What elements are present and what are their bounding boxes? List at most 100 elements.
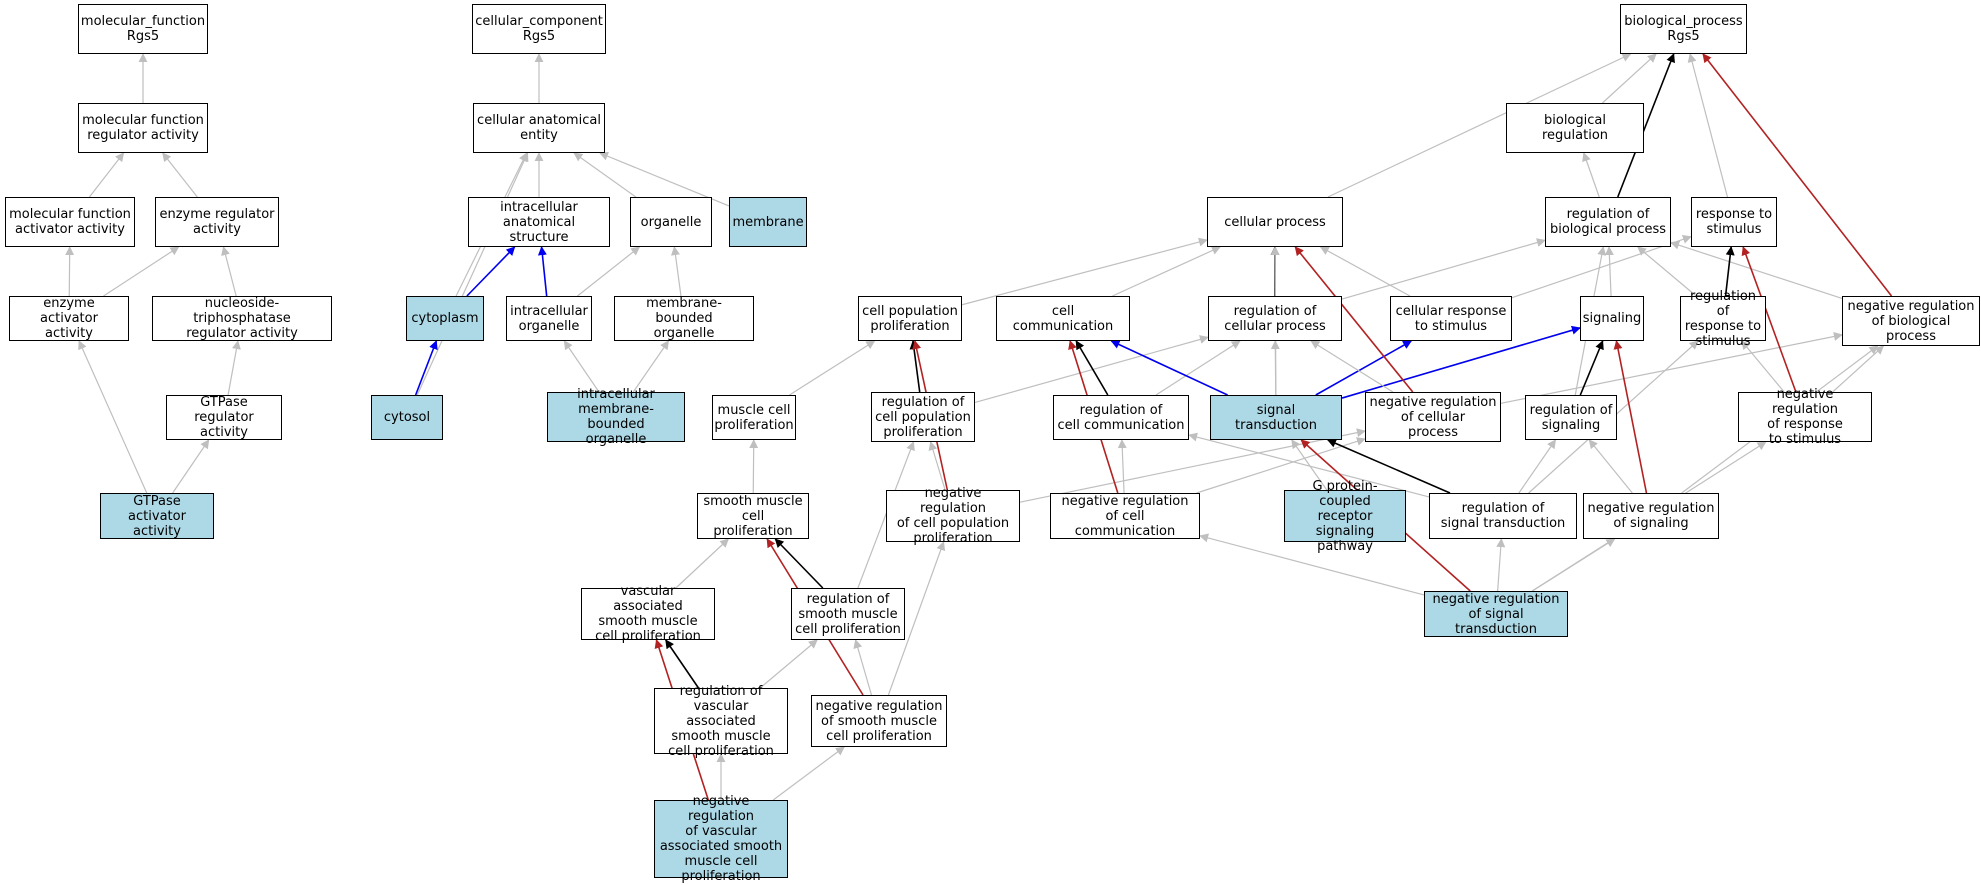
node-bp-root[interactable]: biological_process Rgs5 xyxy=(1620,4,1747,54)
node-cell-resp[interactable]: cellular response to stimulus xyxy=(1390,296,1512,341)
node-gtp-act[interactable]: GTPase activator activity xyxy=(100,493,214,539)
edge-part-of xyxy=(414,340,438,396)
edge-is-a xyxy=(928,441,946,491)
node-neg-st[interactable]: negative regulation of signal transducti… xyxy=(1424,591,1568,637)
node-reg-bp[interactable]: regulation of biological process xyxy=(1545,197,1671,247)
node-mf-act[interactable]: molecular function activator activity xyxy=(5,197,135,247)
edge-is-a xyxy=(1270,340,1280,396)
node-ntp-reg[interactable]: nucleoside-triphosphatase regulator acti… xyxy=(152,296,332,341)
edge-is-a xyxy=(1601,53,1657,104)
node-signaling[interactable]: signaling xyxy=(1580,296,1644,341)
edge-is-a xyxy=(1199,533,1425,596)
node-resp-stim[interactable]: response to stimulus xyxy=(1691,197,1777,247)
edge-is-a xyxy=(1637,246,1697,297)
node-reg-smcp[interactable]: regulation of smooth muscle cell prolife… xyxy=(791,588,905,640)
node-gpcr[interactable]: G protein-coupled receptor signaling pat… xyxy=(1284,479,1406,554)
node-vasmcp[interactable]: vascular associated smooth muscle cell p… xyxy=(581,584,715,644)
node-reg-sig[interactable]: regulation of signaling xyxy=(1525,395,1617,440)
node-cytosol[interactable]: cytosol xyxy=(371,395,443,440)
edge-regulates xyxy=(1075,340,1109,396)
edge-is-a xyxy=(1604,246,1614,297)
edge-is-a xyxy=(675,538,730,589)
edge-is-a xyxy=(1117,439,1127,494)
edge-is-a xyxy=(172,439,210,494)
edge-is-a xyxy=(974,335,1209,404)
edge-is-a xyxy=(416,152,529,396)
edge-regulates xyxy=(1579,340,1604,396)
node-neg-bp[interactable]: negative regulation of biological proces… xyxy=(1842,296,1980,346)
node-gtp-reg[interactable]: GTPase regulator activity xyxy=(166,395,282,440)
node-neg-smcp[interactable]: negative regulation of smooth muscle cel… xyxy=(811,695,947,747)
edge-is-a xyxy=(759,639,818,689)
edge-is-a xyxy=(887,541,946,696)
edge-negatively-regulates xyxy=(1613,340,1648,494)
edge-negatively-regulates xyxy=(1702,53,1893,297)
node-cell-comm[interactable]: cell communication xyxy=(996,296,1130,341)
edge-is-a xyxy=(577,246,641,297)
node-mem[interactable]: membrane xyxy=(729,197,807,247)
edge-is-a xyxy=(1582,152,1600,198)
node-imb-org[interactable]: intracellular membrane-bounded organelle xyxy=(547,387,685,447)
edge-is-a xyxy=(1588,439,1633,494)
node-ias[interactable]: intracellular anatomical structure xyxy=(468,197,610,247)
edge-part-of xyxy=(537,246,548,297)
edge-is-a xyxy=(88,152,125,198)
edge-is-a xyxy=(1341,238,1546,300)
node-org[interactable]: organelle xyxy=(630,197,712,247)
node-sig-trans[interactable]: signal transduction xyxy=(1210,395,1342,440)
edge-is-a xyxy=(103,246,180,297)
edge-part-of xyxy=(466,246,516,297)
node-cell-proc[interactable]: cellular process xyxy=(1207,197,1343,247)
node-mf-root[interactable]: molecular_function Rgs5 xyxy=(78,4,208,54)
node-mb-org[interactable]: membrane-bounded organelle xyxy=(614,296,754,341)
node-reg-vasmcp[interactable]: regulation of vascular associated smooth… xyxy=(654,684,788,759)
edge-is-a xyxy=(1496,538,1506,592)
node-cae[interactable]: cellular anatomical entity xyxy=(473,103,605,153)
node-neg-resp[interactable]: negative regulation of response to stimu… xyxy=(1738,387,1872,447)
edge-is-a xyxy=(162,152,198,198)
node-smcp[interactable]: smooth muscle cell proliferation xyxy=(697,493,809,539)
node-reg-cc[interactable]: regulation of cell communication xyxy=(1053,395,1189,440)
node-reg-resp[interactable]: regulation of response to stimulus xyxy=(1680,289,1766,349)
node-neg-sig[interactable]: negative regulation of signaling xyxy=(1583,493,1719,539)
edge-is-a xyxy=(78,340,148,494)
node-cyto[interactable]: cytoplasm xyxy=(406,296,484,341)
edge-is-a xyxy=(1310,340,1394,393)
node-reg-cp[interactable]: regulation of cellular process xyxy=(1208,296,1342,341)
node-ic-org[interactable]: intracellular organelle xyxy=(506,296,592,341)
node-neg-cpp[interactable]: negative regulation of cell population p… xyxy=(886,486,1020,546)
edge-is-a xyxy=(563,340,600,393)
edge-is-a xyxy=(1155,340,1241,396)
node-neg-vasmcp[interactable]: negative regulation of vascular associat… xyxy=(654,794,788,884)
edge-part-of xyxy=(1315,340,1413,396)
node-mcp[interactable]: muscle cell proliferation xyxy=(712,395,796,440)
edge-is-a xyxy=(772,746,845,801)
edge-is-a xyxy=(1196,437,1366,494)
node-enz-reg[interactable]: enzyme regulator activity xyxy=(155,197,279,247)
edge-is-a xyxy=(632,340,669,393)
edge-is-a xyxy=(1832,345,1885,393)
node-reg-cpp[interactable]: regulation of cell population proliferat… xyxy=(871,392,975,442)
node-cpp[interactable]: cell population proliferation xyxy=(858,296,962,341)
edge-is-a xyxy=(1741,340,1785,393)
node-neg-cc[interactable]: negative regulation of cell communicatio… xyxy=(1050,493,1200,539)
edge-is-a xyxy=(1500,332,1843,404)
edge-regulates xyxy=(1327,439,1451,494)
edge-is-a xyxy=(857,441,915,589)
node-neg-cp[interactable]: negative regulation of cellular process xyxy=(1365,392,1501,442)
edge-is-a xyxy=(65,246,75,297)
edge-is-a xyxy=(1319,246,1411,297)
edge-regulates xyxy=(1617,53,1675,198)
edge-is-a xyxy=(1112,246,1221,297)
node-enz-act[interactable]: enzyme activator activity xyxy=(9,296,129,341)
node-mf-reg[interactable]: molecular function regulator activity xyxy=(78,103,208,153)
edge-is-a xyxy=(227,340,241,396)
edge-is-a xyxy=(1327,53,1632,198)
edge-is-a xyxy=(1291,439,1328,491)
node-cc-root[interactable]: cellular_component Rgs5 xyxy=(472,4,606,54)
node-reg-st[interactable]: regulation of signal transduction xyxy=(1429,493,1577,539)
node-bio-reg[interactable]: biological regulation xyxy=(1506,103,1644,153)
edge-regulates xyxy=(1724,246,1735,297)
